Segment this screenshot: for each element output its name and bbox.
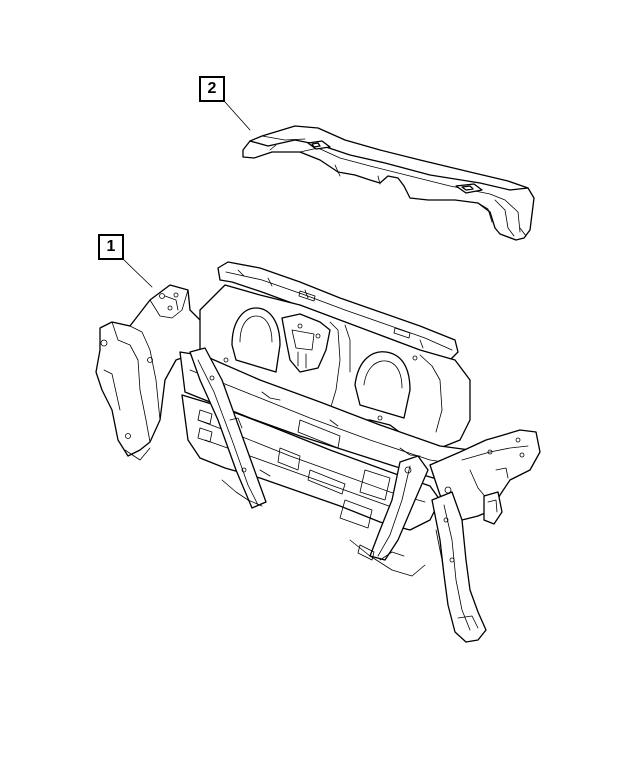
leader-line-1 [123,259,153,288]
callout-2: 2 [199,76,225,102]
callout-1: 1 [98,234,124,260]
part-2-cover [242,125,535,241]
leader-line-2 [224,101,251,131]
part-1-closure-panel [95,261,541,643]
